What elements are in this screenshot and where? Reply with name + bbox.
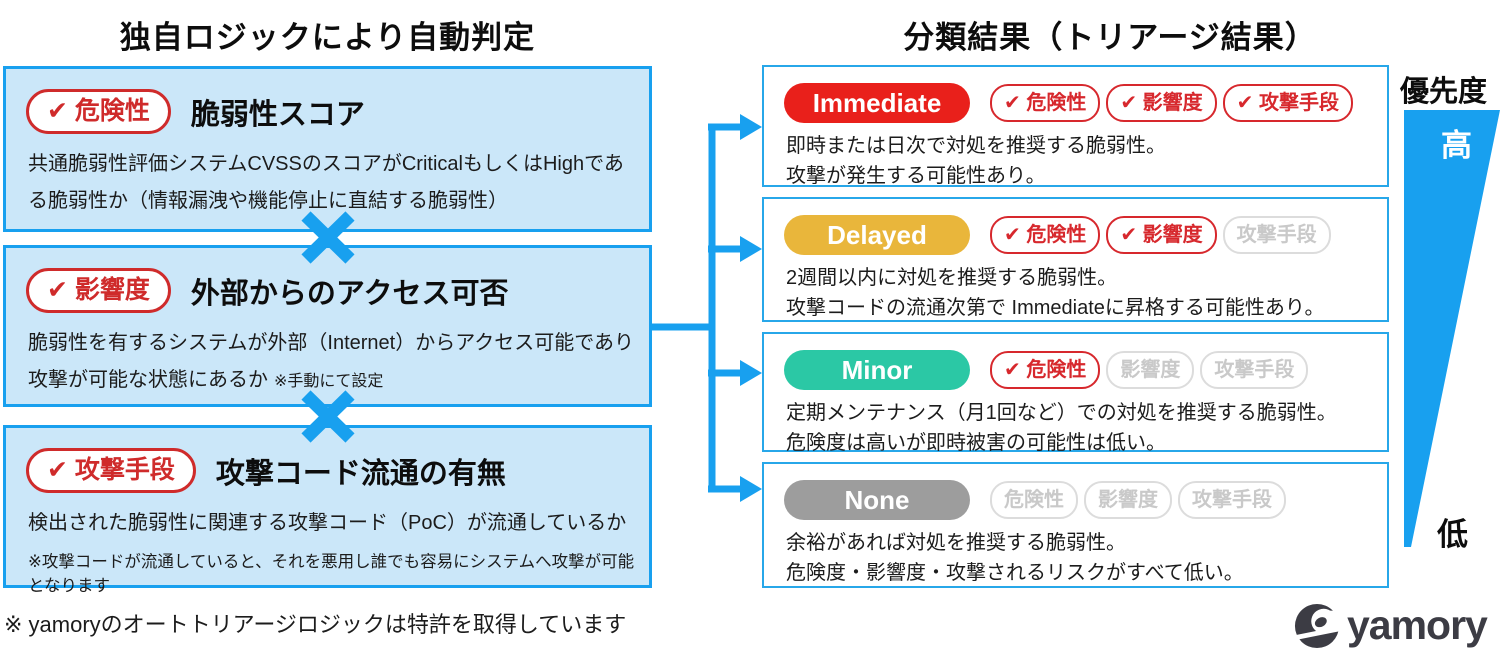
none-level-pill: None [784,480,970,520]
result-description-line: 攻撃が発生する可能性あり。 [786,165,1046,187]
attack-badge: ✔ 攻撃手段 [1222,84,1353,122]
criterion-body: 検出された脆弱性に関連する攻撃コード（PoC）が流通しているか [28,512,627,534]
result-description-line: 定期メンテナンス（月1回など）での対処を推奨する脆弱性。 [786,402,1337,424]
priority-low-label: 低 [1437,517,1468,552]
criterion-box-danger: ✔ 危険性 脆弱性スコア 共通脆弱性評価システムCVSSのスコアがCritica… [3,66,652,232]
priority-high-label: 高 [1441,128,1472,163]
impact-badge: ✔ 影響度 [1106,216,1217,254]
criterion-box-impact: ✔ 影響度 外部からのアクセス可否 脆弱性を有するシステムが外部（Interne… [3,245,652,407]
priority-triangle [1404,110,1500,547]
danger-check-badge: ✔ 危険性 [26,89,171,134]
criterion-body: 共通脆弱性評価システムCVSSのスコアがCriticalもしくはHighである脆… [28,153,624,212]
immediate-level-pill: Immediate [784,83,970,123]
result-description-line: 即時または日次で対処を推奨する脆弱性。 [786,135,1166,157]
danger-badge: ✔ 危険性 [990,84,1101,122]
result-box-delayed: Delayed ✔ 危険性 ✔ 影響度 攻撃手段 2週間以内に対処を推奨する脆弱… [762,197,1389,322]
impact-badge: ✔ 影響度 [1106,84,1217,122]
manual-setting-note: ※手動にて設定 [274,373,384,390]
patent-footnote: ※ yamoryのオートトリアージロジックは特許を取得しています [4,612,627,637]
result-description-line: 危険度は高いが即時被害の可能性は低い。 [786,432,1166,454]
impact-badge: 影響度 [1106,351,1195,389]
yamory-logo: yamory [1294,602,1488,649]
impact-badge: 影響度 [1084,481,1172,519]
result-description-line: 余裕があれば対処を推奨する脆弱性。 [786,532,1126,554]
attack-badge: 攻撃手段 [1222,216,1331,254]
result-description-line: 攻撃コードの流通次第で Immediateに昇格する可能性あり。 [786,297,1325,319]
criterion-box-attack: ✔ 攻撃手段 攻撃コード流通の有無 検出された脆弱性に関連する攻撃コード（PoC… [3,425,652,595]
yamory-logo-icon [1294,603,1340,648]
criterion-footnote: ※攻撃コードが流通していると、それを悪用し誰でも容易にシステムへ攻撃が可能となり… [28,553,635,595]
criterion-heading: 攻撃コード流通の有無 [215,457,506,490]
criterion-heading: 脆弱性スコア [190,98,365,131]
danger-badge: ✔ 危険性 [990,216,1101,254]
criterion-body: 脆弱性を有するシステムが外部（Internet）からアクセス可能であり攻撃が可能… [28,325,635,399]
danger-badge: 危険性 [990,481,1078,519]
attack-badge: 攻撃手段 [1200,351,1309,389]
attack-badge: 攻撃手段 [1178,481,1286,519]
criterion-heading: 外部からのアクセス可否 [190,277,509,310]
arrow-icon [740,114,762,502]
criterion-body-text: 脆弱性を有するシステムが外部（Internet）からアクセス可能であり攻撃が可能… [28,332,635,391]
result-description-line: 2週間以内に対処を推奨する脆弱性。 [786,267,1118,289]
right-column-title: 分類結果（トリアージ結果） [903,20,1317,55]
yamory-logo-text: yamory [1347,602,1488,648]
priority-title: 優先度 [1400,76,1488,108]
left-column-title: 独自ロジックにより自動判定 [119,20,536,55]
minor-level-pill: Minor [784,350,970,390]
delayed-level-pill: Delayed [784,215,970,255]
result-description-line: 危険度・影響度・攻撃されるリスクがすべて低い。 [786,562,1244,584]
flow-lines [652,123,744,493]
result-box-immediate: Immediate ✔ 危険性 ✔ 影響度 ✔ 攻撃手段 即時または日次で対処を… [762,65,1389,187]
attack-check-badge: ✔ 攻撃手段 [26,448,196,493]
impact-check-badge: ✔ 影響度 [26,268,171,313]
result-box-none: None 危険性 影響度 攻撃手段 余裕があれば対処を推奨する脆弱性。 危険度・… [762,462,1389,588]
danger-badge: ✔ 危険性 [990,351,1101,389]
result-box-minor: Minor ✔ 危険性 影響度 攻撃手段 定期メンテナンス（月1回など）での対処… [762,332,1389,454]
